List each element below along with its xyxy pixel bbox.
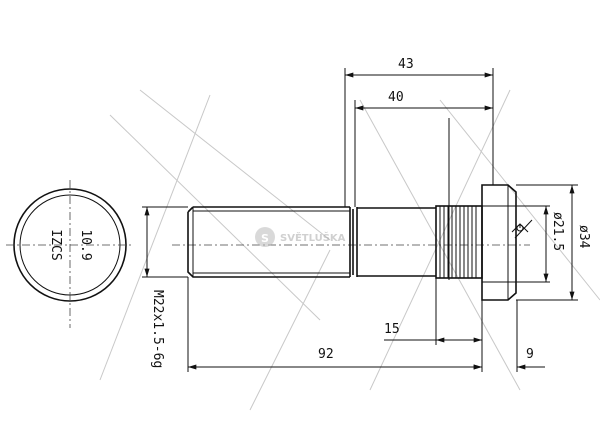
watermark-text: SVĚTLUŠKA (280, 231, 346, 244)
dimension-diameter-34: ø34 (569, 184, 591, 300)
extension-lines (142, 68, 578, 372)
watermark-logo: S SVĚTLUŠKA (255, 227, 346, 247)
dimension-43: 43 (345, 57, 493, 78)
dimension-thread: M22x1.5-6g (144, 206, 165, 368)
dimension-9: 9 (472, 347, 545, 370)
dimension-15: 15 (384, 322, 482, 343)
svg-text:ø34: ø34 (576, 225, 591, 249)
stud-side-view (172, 184, 533, 301)
maker-marking: IZCS (48, 229, 63, 260)
svg-text:92: 92 (318, 347, 334, 362)
svg-text:15: 15 (384, 322, 400, 337)
svg-text:40: 40 (388, 90, 404, 105)
end-view: 10.9 IZCS (6, 180, 134, 328)
svg-text:M22x1.5-6g: M22x1.5-6g (150, 290, 165, 368)
grade-marking: 10.9 (78, 229, 93, 260)
dimension-40: 40 (355, 90, 493, 111)
knurl (439, 206, 477, 278)
dimension-diameter-21-5: ø21.5 (543, 205, 565, 282)
svg-text:S: S (261, 232, 269, 245)
svg-text:43: 43 (398, 57, 414, 72)
svg-text:9: 9 (526, 347, 534, 362)
svg-text:ø21.5: ø21.5 (550, 212, 565, 251)
dimension-92: 92 (187, 347, 482, 370)
